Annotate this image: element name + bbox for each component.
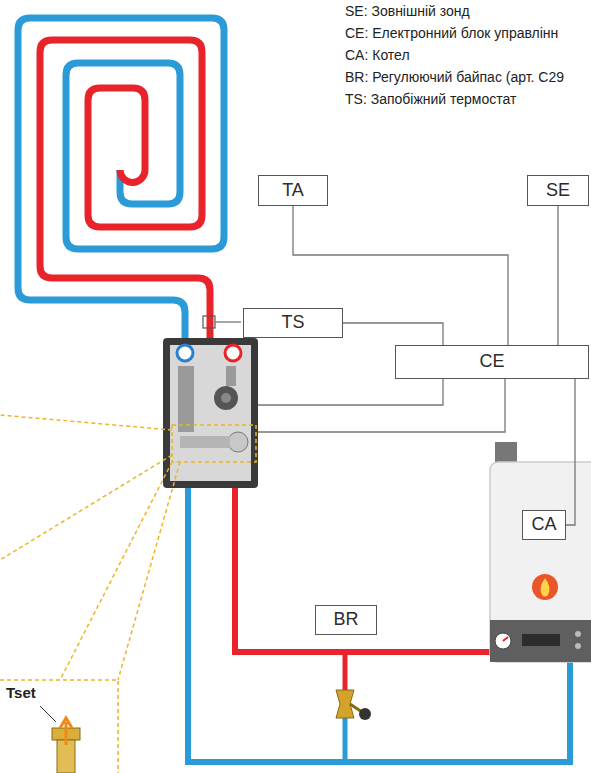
abbreviation-text: TA — [282, 181, 304, 201]
callout-frame — [0, 680, 118, 773]
bypass-pipe — [343, 716, 348, 762]
signal-wire — [566, 379, 575, 525]
pump-station — [163, 338, 258, 488]
sensor-clip — [203, 316, 215, 328]
supply-coil — [40, 40, 210, 340]
signal-wire — [215, 321, 241, 322]
label-box: TA — [258, 175, 328, 206]
supply-pipe — [235, 486, 490, 652]
leader-line — [40, 706, 56, 722]
label-box: SE — [527, 175, 589, 206]
signal-wire — [343, 323, 443, 345]
label-box: TS — [243, 308, 343, 338]
legend-note: CE: Електронний блок управлінн — [345, 25, 558, 42]
return-coil — [18, 18, 224, 340]
thermostatic-insert — [52, 718, 80, 773]
label-box: CA — [522, 510, 566, 540]
abbreviation-text: TS — [281, 313, 304, 333]
bypass-pipe — [343, 652, 348, 692]
bypass-valve — [336, 690, 371, 720]
abbreviation-text: SE — [546, 181, 570, 201]
abbreviation-text: BR — [333, 610, 358, 630]
legend-note: CA: Котел — [345, 47, 410, 64]
signal-wire — [557, 206, 558, 345]
boiler — [490, 442, 591, 662]
abbreviation-text: CA — [531, 515, 556, 535]
signal-wire — [258, 379, 443, 405]
callout-leader — [0, 415, 180, 680]
legend-note: SE: Зовнішній зонд — [345, 3, 470, 20]
signal-wire — [258, 379, 505, 432]
label-box: CE — [395, 345, 589, 379]
legend-note: BR: Регулюючий байпас (арт. C29 — [345, 69, 564, 86]
highlight-frame — [172, 425, 256, 462]
callout-label: Tset — [6, 684, 36, 702]
abbreviation-text: CE — [479, 352, 504, 372]
label-box: BR — [315, 605, 377, 635]
legend-note: TS: Запобіжний термостат — [345, 91, 516, 108]
